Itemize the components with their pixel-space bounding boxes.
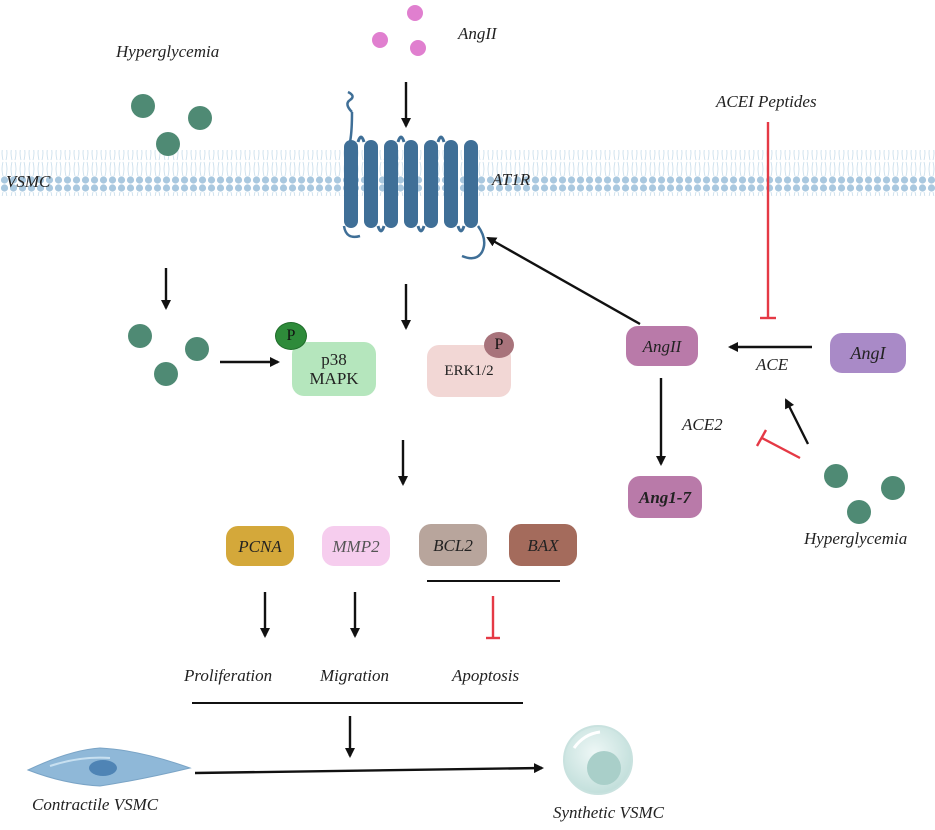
- acei-peptides-label: ACEI Peptides: [716, 92, 817, 111]
- phospho-badge-erk: P: [484, 332, 514, 358]
- glucose-particle: [824, 464, 848, 488]
- glucose-particle: [128, 324, 152, 348]
- bax-node: BAX: [509, 524, 577, 566]
- bcl2-node: BCL2: [419, 524, 487, 566]
- arrow-angii-to-receptor-feedback: [486, 236, 641, 326]
- angi-node: AngI: [830, 333, 906, 373]
- vsmc-membrane-label: VSMC: [6, 172, 51, 191]
- glucose-particle: [188, 106, 212, 130]
- angii-particle: [410, 40, 426, 56]
- migration-label: Migration: [320, 666, 389, 685]
- glucose-particle: [881, 476, 905, 500]
- glucose-particle: [847, 500, 871, 524]
- arrow-contractile-to-synthetic: [194, 763, 544, 775]
- glucose-particle: [131, 94, 155, 118]
- mapk-label: MAPK: [309, 369, 359, 388]
- angii-particle: [407, 5, 423, 21]
- inhibit-hyperglycemia-ace2-bar: [755, 429, 768, 447]
- ace-label: ACE: [756, 355, 789, 374]
- glucose-particle: [185, 337, 209, 361]
- inhibit-hyperglycemia-ace2: [761, 436, 801, 460]
- phospho-badge-p38: P: [275, 322, 307, 350]
- ang17-node: Ang1-7: [628, 476, 702, 518]
- synthetic-vsmc-label: Synthetic VSMC: [553, 803, 664, 822]
- angii-particle: [372, 32, 388, 48]
- p38-label: p38: [321, 350, 347, 369]
- arrow-hyperglycemia-to-ace: [784, 398, 810, 445]
- contractile-vsmc-cell: [26, 747, 192, 787]
- at1r-receptor: [342, 90, 486, 260]
- ace2-label: ACE2: [682, 415, 723, 434]
- at1r-label: AT1R: [492, 170, 531, 189]
- proliferation-label: Proliferation: [184, 666, 273, 685]
- glucose-particle: [154, 362, 178, 386]
- glucose-particle: [156, 132, 180, 156]
- angii-node: AngII: [626, 326, 698, 366]
- hyperglycemia-label-top: Hyperglycemia: [116, 42, 220, 61]
- mmp2-node: MMP2: [322, 526, 390, 566]
- apoptosis-label: Apoptosis: [452, 666, 520, 685]
- synthetic-vsmc-cell: [563, 725, 633, 795]
- p38-mapk-node: p38 MAPK: [292, 342, 376, 396]
- pcna-node: PCNA: [226, 526, 294, 566]
- contractile-vsmc-label: Contractile VSMC: [32, 795, 159, 814]
- angii-ligand-label: AngII: [458, 24, 497, 43]
- hyperglycemia-label-right: Hyperglycemia: [804, 529, 908, 548]
